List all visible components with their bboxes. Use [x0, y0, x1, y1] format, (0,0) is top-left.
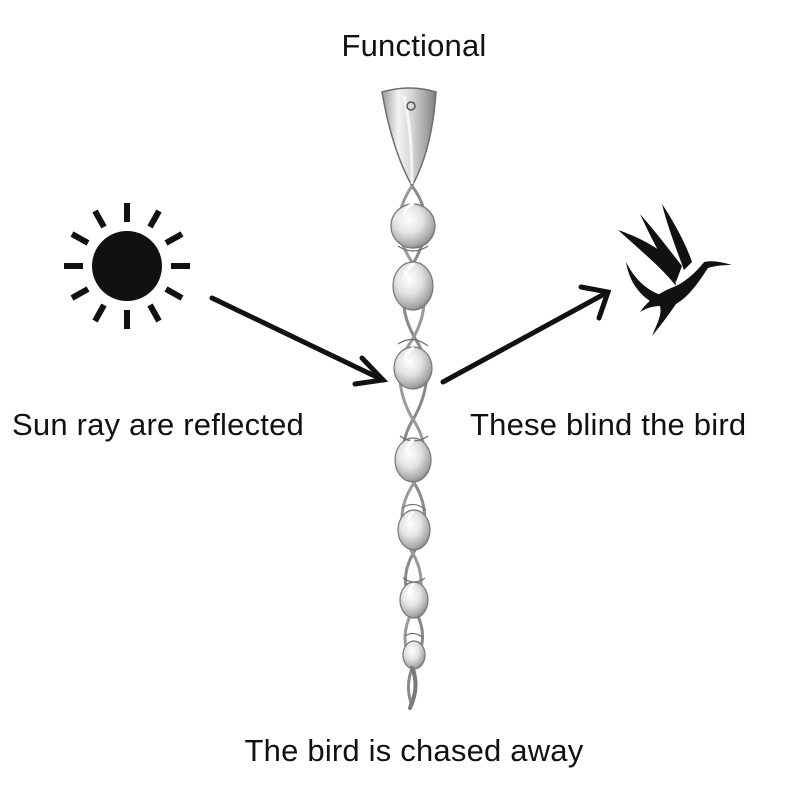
- reflective-spiral-rod: [381, 87, 437, 710]
- arrow-spiral-to-bird: [440, 284, 612, 385]
- arrow-sun-to-spiral: [209, 295, 389, 387]
- sun-reflection-caption: Sun ray are reflected: [12, 407, 304, 442]
- bird-chased-caption: The bird is chased away: [244, 733, 584, 768]
- hummingbird-icon: [618, 204, 732, 336]
- bird-blinded-caption: These blind the bird: [470, 407, 747, 442]
- sun-icon: [64, 203, 190, 329]
- diagram-title: Functional: [341, 28, 487, 63]
